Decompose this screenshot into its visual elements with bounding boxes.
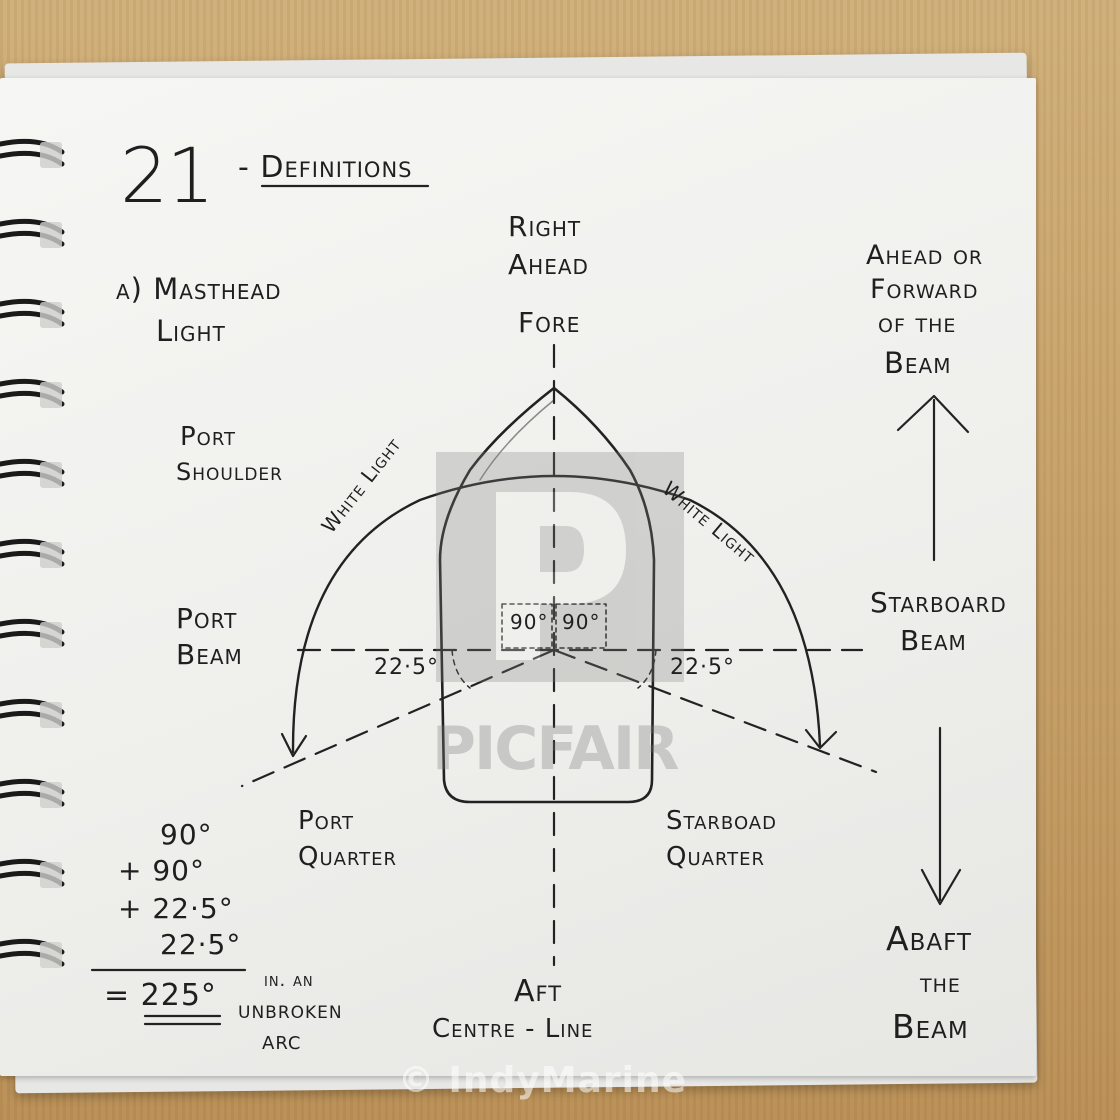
sum-line-3: + 22·5° bbox=[118, 892, 234, 925]
angle-90-right: 90° bbox=[562, 610, 601, 634]
sum-total: = 225° bbox=[104, 978, 217, 1013]
abaft-label-2: the bbox=[920, 968, 961, 999]
port-quarter-label-1: Port bbox=[298, 806, 355, 836]
centre-line-label: Centre - Line bbox=[432, 1014, 594, 1044]
sum-line-2: + 90° bbox=[118, 854, 205, 887]
watermark-logo-box bbox=[436, 452, 684, 682]
port-beam-label-1: Port bbox=[176, 602, 238, 635]
ahead-label-4: Beam bbox=[884, 346, 952, 380]
ahead-label-2: Forward bbox=[870, 274, 979, 305]
angle-22-5-left: 22·5° bbox=[374, 655, 439, 680]
item-label-line1: a) Masthead bbox=[116, 272, 282, 306]
angle-arc-right bbox=[637, 649, 657, 689]
angle-box-right bbox=[555, 603, 607, 649]
angle-arc-left bbox=[451, 649, 471, 689]
angle-90-left: 90° bbox=[510, 610, 549, 634]
port-shoulder-label-1: Port bbox=[180, 422, 237, 452]
starboard-beam-label-2: Beam bbox=[900, 624, 967, 657]
item-label-line2: Light bbox=[156, 314, 226, 348]
page-title: - Definitions bbox=[238, 150, 413, 185]
watermark-p-hole bbox=[540, 526, 584, 572]
notebook-page bbox=[0, 78, 1036, 1076]
abaft-arrow-head bbox=[920, 868, 962, 906]
port-22-5-line bbox=[240, 648, 556, 788]
watermark-p-cutout bbox=[496, 492, 626, 660]
angle-box-left bbox=[501, 603, 553, 649]
port-quarter-label-2: Quarter bbox=[298, 842, 398, 872]
ahead-arrow-head bbox=[896, 394, 970, 434]
ahead-label-3: of the bbox=[878, 308, 957, 339]
ahead-label-1: Ahead or bbox=[866, 240, 984, 271]
sum-note-1: in. an bbox=[264, 970, 314, 991]
starboard-22-5-line bbox=[552, 648, 878, 774]
sum-note-2: unbroken bbox=[238, 996, 343, 1024]
angle-22-5-right: 22·5° bbox=[670, 655, 735, 680]
sum-note-3: arc bbox=[262, 1026, 302, 1056]
sum-line-4: 22·5° bbox=[160, 928, 242, 961]
credit-watermark: © IndyMarine bbox=[398, 1060, 688, 1101]
hull-outline bbox=[438, 386, 656, 804]
right-ahead-label-2: Ahead bbox=[508, 248, 589, 281]
page-number: 21 bbox=[120, 131, 215, 220]
spiral-binding bbox=[0, 138, 65, 968]
hull-inner bbox=[479, 399, 555, 481]
arc-arrowhead-left bbox=[280, 732, 308, 758]
abaft-label-3: Beam bbox=[892, 1007, 969, 1046]
right-ahead-label-1: Right bbox=[508, 210, 582, 243]
starboard-quarter-label-1: Starboad bbox=[666, 806, 777, 836]
port-shoulder-label-2: Shoulder bbox=[176, 458, 283, 486]
fore-label: Fore bbox=[518, 306, 581, 339]
white-light-arc bbox=[291, 474, 822, 754]
starboard-quarter-label-2: Quarter bbox=[666, 842, 766, 872]
picfair-watermark-text: PICFAIR bbox=[432, 714, 679, 784]
port-beam-label-2: Beam bbox=[176, 638, 243, 671]
aft-label: Aft bbox=[514, 974, 563, 1009]
sum-line-1: 90° bbox=[160, 818, 213, 851]
starboard-beam-label-1: Starboard bbox=[870, 586, 1007, 619]
arc-arrowhead-right bbox=[804, 728, 838, 750]
abaft-label-1: Abaft bbox=[886, 919, 972, 958]
